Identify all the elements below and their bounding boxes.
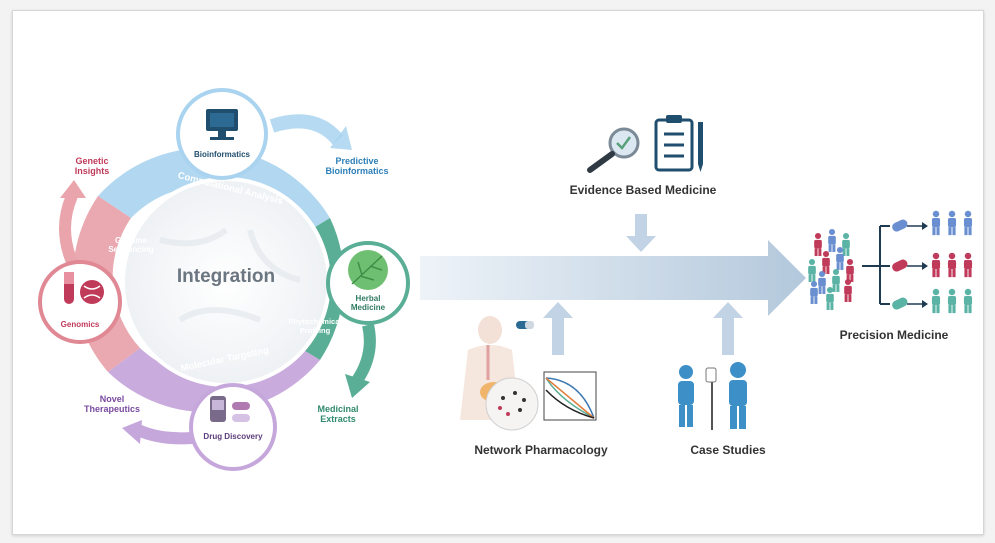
arrow-to-novel bbox=[135, 424, 193, 445]
case-studies-label: Case Studies bbox=[690, 443, 766, 457]
checklist-icon bbox=[654, 115, 703, 172]
population-group-icon bbox=[808, 228, 854, 310]
dose-response-chart-icon bbox=[543, 371, 597, 421]
precision-medicine-label: Precision Medicine bbox=[839, 328, 949, 342]
evidence-down-arrow bbox=[626, 214, 656, 252]
arrow-to-medicinal bbox=[350, 323, 376, 386]
capsule-green-icon bbox=[892, 297, 908, 310]
arrow-to-predictive bbox=[269, 114, 344, 145]
predictive-bioinformatics-label: Predictive Bioinformatics bbox=[325, 156, 389, 177]
cases-up-arrow bbox=[713, 302, 743, 355]
pills-icon bbox=[210, 396, 250, 422]
stratified-groups-icon bbox=[931, 210, 973, 314]
genetic-insights-label: Genetic Insights bbox=[74, 156, 110, 177]
capsule-red-icon bbox=[892, 259, 908, 272]
patient-doctor-icon bbox=[678, 362, 747, 430]
main-flow-arrow bbox=[420, 240, 806, 316]
integration-label: Integration bbox=[176, 266, 276, 287]
leaf-icon bbox=[348, 250, 388, 290]
genomics-label: Genomics bbox=[60, 320, 100, 329]
network-up-arrow bbox=[543, 302, 573, 355]
novel-therapeutics-label: Novel Therapeutics bbox=[83, 394, 141, 415]
evidence-based-medicine-label: Evidence Based Medicine bbox=[569, 183, 717, 197]
herbal-medicine-label: Herbal Medicine bbox=[350, 294, 386, 313]
branch-lines bbox=[862, 222, 928, 308]
arrow-to-genetic bbox=[59, 193, 78, 265]
body-pharmacology-icon bbox=[460, 316, 539, 431]
drug-discovery-label: Drug Discovery bbox=[203, 432, 263, 441]
computer-icon bbox=[206, 109, 238, 140]
genome-sequencing-label: Genome Sequencing bbox=[108, 236, 154, 255]
computational-analysis-band bbox=[98, 147, 330, 238]
phytochemical-profiling-label: Phytochemical Profiling bbox=[288, 317, 342, 335]
dna-tube-icon bbox=[64, 272, 104, 304]
drug-discovery-node bbox=[189, 383, 277, 471]
medicinal-extracts-label: Medicinal Extracts bbox=[317, 404, 359, 425]
bioinformatics-label: Bioinformatics bbox=[193, 150, 250, 159]
capsule-blue-icon bbox=[892, 219, 908, 232]
magnifier-icon bbox=[587, 127, 640, 173]
network-pharmacology-label: Network Pharmacology bbox=[474, 443, 608, 457]
genomics-node bbox=[38, 260, 122, 344]
